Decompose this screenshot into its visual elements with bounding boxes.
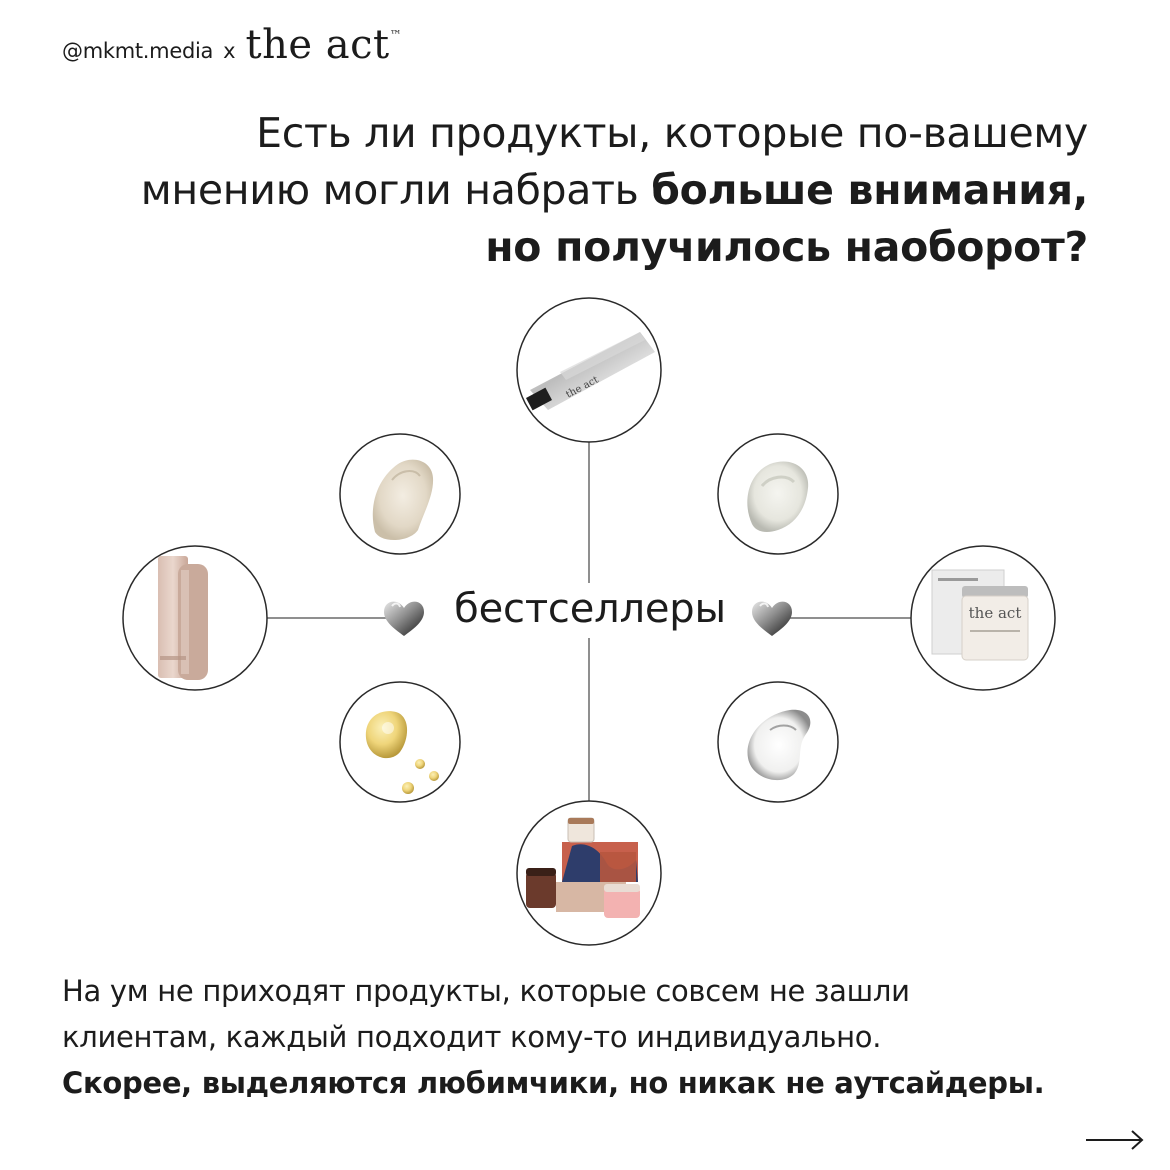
bestseller-diagram: the act <box>0 280 1170 960</box>
product-swatch-cream <box>717 433 839 555</box>
product-pink-bottles <box>122 545 268 691</box>
question-heading: Есть ли продукты, которые по-вашему мнен… <box>88 105 1089 276</box>
answer-bold: Скорее, выделяются любимчики, но никак н… <box>62 1066 1045 1100</box>
answer-line-2: клиентам, каждый подходит кому-то индиви… <box>62 1020 882 1054</box>
product-oil-drops <box>339 681 461 803</box>
account-handle[interactable]: @mkmt.media <box>62 39 214 63</box>
header: @mkmt.media x the act™ <box>62 22 402 68</box>
question-regular: Есть ли продукты, которые по-вашему мнен… <box>140 109 1089 214</box>
brand-mark: ™ <box>389 28 403 42</box>
product-swatch-beige <box>339 433 461 555</box>
answer-line-1: На ум не приходят продукты, которые совс… <box>62 974 910 1008</box>
collab-separator: x <box>223 39 236 63</box>
center-label: бестселлеры <box>380 583 800 635</box>
question-bold: больше внимания, но получилось наоборот? <box>485 166 1088 271</box>
jar-label: the act <box>969 604 1022 622</box>
answer-line-3: Скорее, выделяются любимчики, но никак н… <box>62 1060 1102 1106</box>
product-jar-with-box: the act <box>910 545 1056 691</box>
next-arrow-icon[interactable] <box>1084 1128 1146 1156</box>
diagram-canvas: the act <box>122 297 1056 946</box>
heart-icon-right <box>752 601 792 636</box>
brand-logo: the act™ <box>246 22 403 68</box>
brand-name: the act <box>245 22 390 68</box>
heart-icon-left <box>384 601 424 636</box>
bestsellers-label: бестселлеры <box>452 583 728 635</box>
answer-text: На ум не приходят продукты, которые совс… <box>62 968 1102 1106</box>
arrow-right-icon <box>1086 1130 1144 1150</box>
product-swatch-white <box>717 681 839 803</box>
product-gift-set <box>516 800 662 946</box>
product-tube: the act <box>516 297 662 443</box>
